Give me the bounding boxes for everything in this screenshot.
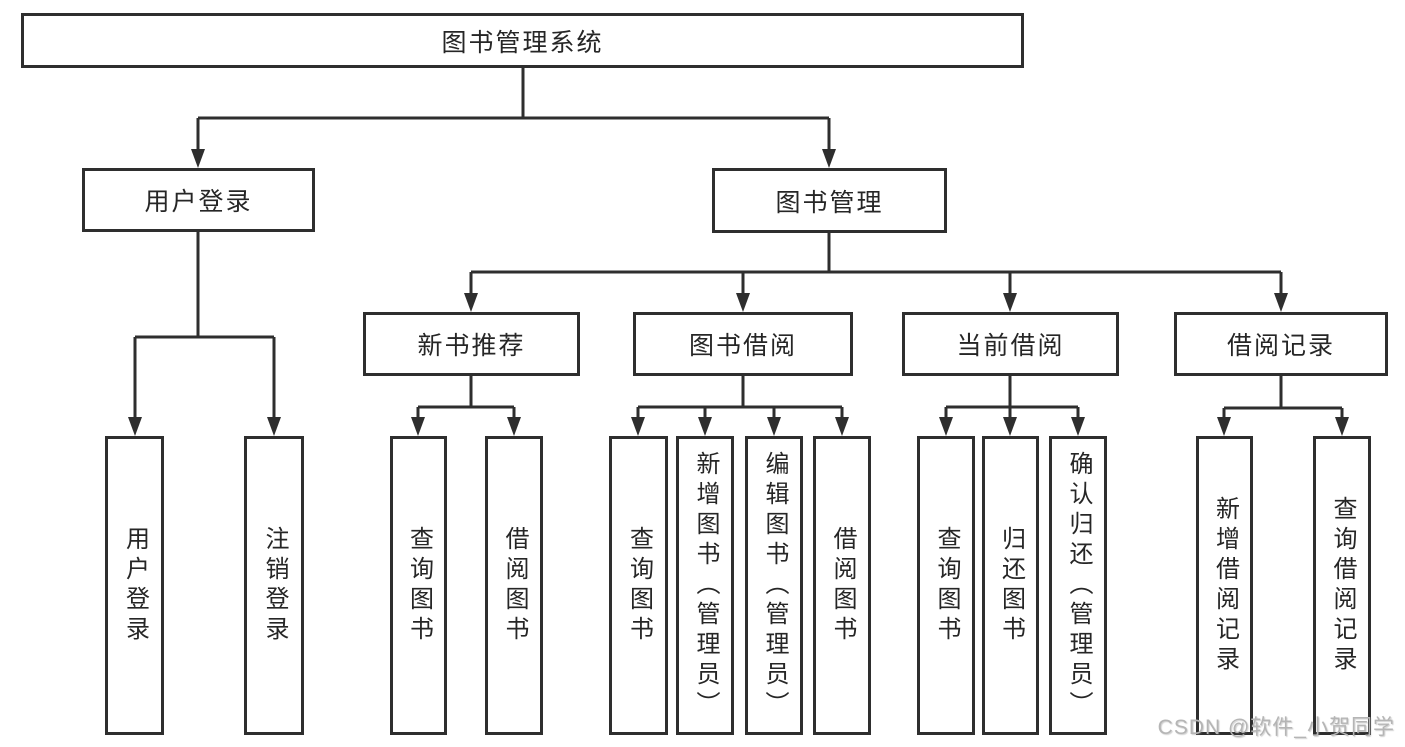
node-label: 归还图书 <box>997 525 1025 646</box>
leaf-current-confirm-admin: 确认归还（管理员） <box>1049 436 1107 735</box>
arrow-down-icon <box>736 293 750 312</box>
arrow-down-icon <box>464 293 478 312</box>
node-label: 查询借阅记录 <box>1329 495 1356 676</box>
arrow-down-icon <box>631 417 645 436</box>
node-label: 图书借阅 <box>688 332 797 360</box>
node-label: 查询图书 <box>405 525 433 646</box>
node-label: 新增借阅记录 <box>1211 495 1239 676</box>
leaf-newbook-query: 查询图书 <box>390 436 447 735</box>
arrow-down-icon <box>767 417 781 436</box>
node-label: 用户登录 <box>121 525 149 646</box>
leaf-current-query: 查询图书 <box>917 436 975 735</box>
node-root-system: 图书管理系统 <box>21 13 1024 68</box>
node-borrow-record: 借阅记录 <box>1174 312 1388 376</box>
connector-record-branch <box>1222 376 1344 418</box>
node-label: 查询图书 <box>933 525 960 646</box>
node-label: 用户登录 <box>144 188 253 216</box>
connector-root-to-level2 <box>196 68 831 150</box>
arrow-down-icon <box>267 417 281 436</box>
connector-borrow-branch <box>636 376 844 418</box>
arrow-down-icon <box>128 417 142 436</box>
node-label: 确认归还（管理员） <box>1065 450 1092 721</box>
arrow-down-icon <box>939 417 953 436</box>
connector-newbook-branch <box>416 376 516 418</box>
arrow-down-icon <box>822 149 836 168</box>
node-new-book-recommend: 新书推荐 <box>363 312 580 376</box>
leaf-record-query: 查询借阅记录 <box>1313 436 1371 735</box>
node-user-login: 用户登录 <box>82 168 315 232</box>
node-label: 图书管理 <box>775 188 884 217</box>
node-book-borrow: 图书借阅 <box>633 312 853 376</box>
node-label: 借阅图书 <box>829 525 856 646</box>
node-label: 查询图书 <box>625 525 653 646</box>
leaf-user-login: 用户登录 <box>105 436 164 735</box>
arrow-down-icon <box>411 417 425 436</box>
arrow-down-icon <box>835 417 849 436</box>
node-label: 借阅记录 <box>1226 332 1335 360</box>
watermark-text: CSDN @软件_小贺同学 <box>1157 716 1395 739</box>
arrow-down-icon <box>507 417 521 436</box>
leaf-borrow-borrow: 借阅图书 <box>813 436 871 735</box>
arrow-down-icon <box>1003 293 1017 312</box>
leaf-record-add: 新增借阅记录 <box>1196 436 1253 735</box>
arrow-down-icon <box>191 149 205 168</box>
arrow-down-icon <box>1274 293 1288 312</box>
leaf-borrow-add-admin: 新增图书（管理员） <box>676 436 734 735</box>
node-book-management: 图书管理 <box>712 168 947 233</box>
leaf-newbook-borrow: 借阅图书 <box>485 436 543 735</box>
leaf-borrow-edit-admin: 编辑图书（管理员） <box>745 436 803 735</box>
arrow-down-icon <box>698 417 712 436</box>
node-label: 当前借阅 <box>956 332 1065 360</box>
node-label: 注销登录 <box>261 525 288 646</box>
leaf-current-return: 归还图书 <box>982 436 1039 735</box>
arrow-down-icon <box>1071 417 1085 436</box>
arrow-down-icon <box>1217 417 1231 436</box>
node-label: 借阅图书 <box>501 525 528 646</box>
node-label: 图书管理系统 <box>441 28 604 57</box>
arrow-down-icon <box>1003 417 1017 436</box>
leaf-borrow-query: 查询图书 <box>609 436 668 735</box>
connector-current-branch <box>944 376 1080 418</box>
leaf-logout: 注销登录 <box>244 436 304 735</box>
node-label: 新书推荐 <box>417 332 526 360</box>
arrow-down-icon <box>1335 417 1349 436</box>
arrowhead-group <box>128 149 1349 436</box>
connector-bookmgmt-to-level3 <box>469 233 1283 294</box>
node-label: 新增图书（管理员） <box>692 450 719 721</box>
node-label: 编辑图书（管理员） <box>761 450 788 721</box>
connector-userlogin-branch <box>133 232 276 418</box>
node-current-borrow: 当前借阅 <box>902 312 1119 376</box>
